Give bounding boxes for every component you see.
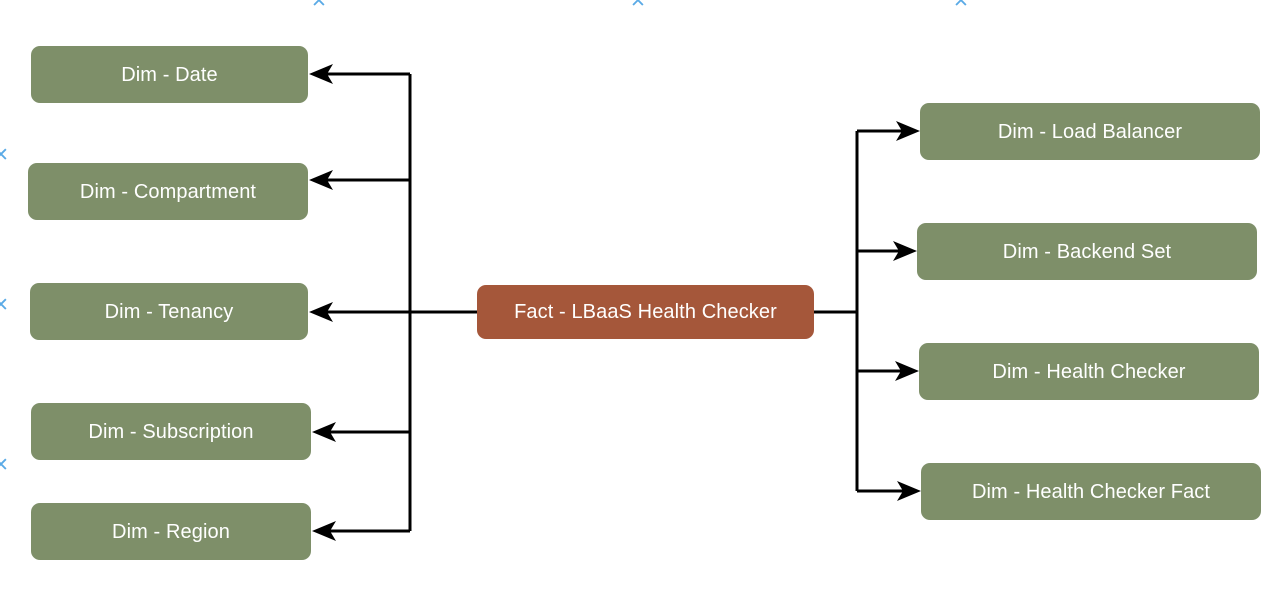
node-label: Dim - Subscription — [88, 420, 254, 443]
marker-top-2-icon: ✕ — [630, 0, 646, 12]
marker-top-1-icon: ✕ — [311, 0, 327, 12]
arrowhead-dim-subscription — [312, 422, 336, 442]
marker-left-1-icon: ✕ — [0, 145, 9, 166]
node-label: Dim - Compartment — [79, 180, 257, 203]
right-connector-group — [814, 121, 921, 501]
node-label: Dim - Backend Set — [1002, 240, 1172, 263]
arrowhead-dim-health-checker-fact — [897, 481, 921, 501]
node-label: Fact - LBaaS Health Checker — [514, 301, 777, 323]
node-dim-date[interactable]: Dim - Date — [31, 46, 308, 103]
node-label: Dim - Date — [121, 63, 218, 86]
marker-top-3-icon: ✕ — [953, 0, 969, 12]
node-label: Dim - Load Balancer — [997, 120, 1183, 143]
arrowhead-dim-region — [312, 521, 336, 541]
node-dim-compartment[interactable]: Dim - Compartment — [28, 163, 308, 220]
node-dim-health-checker[interactable]: Dim - Health Checker — [919, 343, 1259, 400]
node-label: Dim - Tenancy — [104, 300, 234, 323]
node-label: Dim - Region — [112, 520, 230, 543]
node-dim-subscription[interactable]: Dim - Subscription — [31, 403, 311, 460]
node-dim-health-checker-fact[interactable]: Dim - Health Checker Fact — [921, 463, 1261, 520]
node-dim-backend-set[interactable]: Dim - Backend Set — [917, 223, 1257, 280]
arrowhead-dim-tenancy — [309, 302, 333, 322]
arrowhead-dim-date — [309, 64, 333, 84]
arrowhead-dim-health-checker — [895, 361, 919, 381]
node-dim-region[interactable]: Dim - Region — [31, 503, 311, 560]
arrowhead-dim-load-balancer — [896, 121, 920, 141]
node-label: Dim - Health Checker — [992, 360, 1186, 383]
node-dim-load-balancer[interactable]: Dim - Load Balancer — [920, 103, 1260, 160]
arrowhead-dim-backend-set — [893, 241, 917, 261]
marker-left-3-icon: ✕ — [0, 455, 9, 476]
node-label: Dim - Health Checker Fact — [971, 480, 1211, 503]
arrowhead-dim-compartment — [309, 170, 333, 190]
left-connector-group — [309, 64, 477, 541]
node-fact-lbaas-health-checker[interactable]: Fact - LBaaS Health Checker — [477, 285, 814, 339]
node-dim-tenancy[interactable]: Dim - Tenancy — [30, 283, 308, 340]
marker-left-2-icon: ✕ — [0, 295, 9, 316]
